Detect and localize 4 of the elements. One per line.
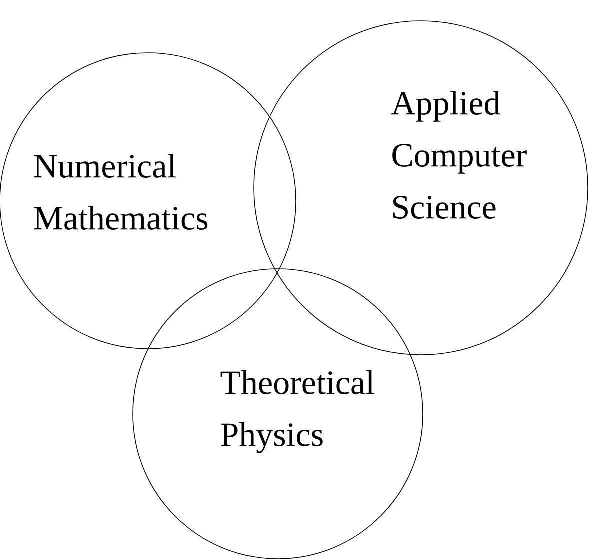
circle-label: Numerical Mathematics — [34, 154, 208, 230]
circle-label: Theoretical Physics — [220, 370, 374, 454]
venn-circle — [254, 20, 588, 356]
circle-label: Applied Computer Science — [392, 91, 527, 219]
